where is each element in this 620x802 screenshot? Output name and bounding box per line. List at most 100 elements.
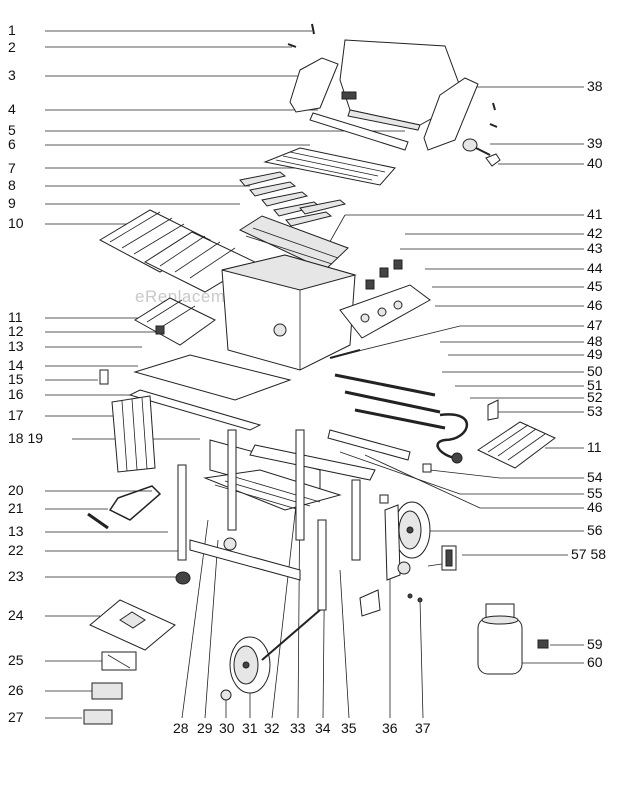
caster-28 [223, 537, 237, 551]
callout-59: 59 [587, 636, 603, 652]
callout-52: 52 [587, 389, 603, 405]
caster-23 [175, 571, 191, 585]
callout-18-19: 18 19 [8, 430, 43, 446]
hubcap-30 [220, 689, 232, 701]
catch-pan-24 [89, 599, 176, 651]
callout-25: 25 [8, 652, 24, 668]
callout-32: 32 [264, 720, 280, 736]
callout-47: 47 [587, 317, 603, 333]
callout-15: 15 [8, 371, 24, 387]
callout-14: 14 [8, 357, 24, 373]
part-54 [422, 463, 432, 473]
side-panel-17 [111, 395, 156, 473]
gas-hose [436, 413, 469, 464]
lid-assembly [287, 23, 498, 151]
regulator-59 [537, 639, 549, 649]
callout-43: 43 [587, 240, 603, 256]
callout-48: 48 [587, 333, 603, 349]
callout-49: 49 [587, 346, 603, 362]
cart-frame [128, 354, 376, 611]
flavorizer-bars [239, 171, 347, 227]
bracket-pad [379, 494, 389, 504]
left-callouts: 1 2 3 4 5 6 7 8 9 10 11 12 13 14 15 16 1… [8, 22, 405, 725]
callout-22: 22 [8, 542, 24, 558]
control-panel [339, 284, 431, 339]
callout-55: 55 [587, 485, 603, 501]
axle-32 [261, 609, 321, 661]
callout-7: 7 [8, 160, 16, 176]
cookbox [221, 254, 357, 371]
callout-28: 28 [173, 720, 189, 736]
callout-53: 53 [587, 403, 603, 419]
bracket-53 [487, 399, 499, 421]
callout-41: 41 [587, 206, 603, 222]
thermometer [462, 138, 501, 167]
callout-10: 10 [8, 215, 24, 231]
igniter-57-58 [427, 545, 457, 571]
wheel-31 [229, 636, 271, 694]
callout-20: 20 [8, 482, 24, 498]
right-grate-11 [476, 421, 556, 469]
tray-27 [83, 709, 113, 725]
callout-3: 3 [8, 67, 16, 83]
callout-35: 35 [341, 720, 357, 736]
callout-45: 45 [587, 278, 603, 294]
propane-tank-60 [477, 603, 523, 675]
leg-bracket-36 [359, 504, 411, 617]
callout-34: 34 [315, 720, 331, 736]
callout-42: 42 [587, 225, 603, 241]
callout-13-top: 13 [8, 338, 24, 354]
callout-24: 24 [8, 607, 24, 623]
callout-51: 51 [587, 377, 603, 393]
callout-27: 27 [8, 709, 24, 725]
pan-holder-25 [101, 651, 137, 671]
callout-16: 16 [8, 386, 24, 402]
callout-44: 44 [587, 260, 603, 276]
callout-26: 26 [8, 682, 24, 698]
screw-37b [417, 597, 423, 603]
callout-33: 33 [290, 720, 306, 736]
left-grate-11 [134, 297, 216, 346]
callout-1: 1 [8, 22, 16, 38]
callout-36: 36 [382, 720, 398, 736]
callout-31: 31 [242, 720, 258, 736]
callout-60: 60 [587, 654, 603, 670]
callout-5: 5 [8, 122, 16, 138]
callout-2: 2 [8, 39, 16, 55]
wheel-56 [393, 501, 431, 559]
callout-46-bottom: 46 [587, 499, 603, 515]
callout-8: 8 [8, 177, 16, 193]
callout-21: 21 [8, 500, 24, 516]
callout-11-right: 11 [587, 439, 602, 455]
part-15 [99, 369, 109, 385]
right-callouts: 38 39 40 41 42 43 44 45 46 47 48 49 50 5… [279, 78, 606, 670]
callout-56: 56 [587, 522, 603, 538]
control-knobs [365, 259, 403, 290]
callout-54: 54 [587, 469, 603, 485]
screw-37a [407, 593, 413, 599]
callout-57-58: 57 58 [571, 546, 606, 562]
callout-17: 17 [8, 407, 24, 423]
callout-50: 50 [587, 363, 603, 379]
tray-26 [91, 682, 123, 700]
callout-29: 29 [197, 720, 213, 736]
callout-9: 9 [8, 195, 16, 211]
burner-tubes [329, 349, 446, 430]
callout-23: 23 [8, 568, 24, 584]
cooking-grate-9 [238, 215, 349, 271]
part-12 [155, 325, 165, 335]
bottom-callouts: 28 29 30 31 32 33 34 35 36 37 [173, 479, 431, 736]
warming-rack [263, 147, 396, 186]
callout-6: 6 [8, 136, 16, 152]
callout-12: 12 [8, 323, 24, 339]
callout-46-top: 46 [587, 297, 603, 313]
callout-37: 37 [415, 720, 431, 736]
callout-13-bottom: 13 [8, 523, 24, 539]
tank-scale [87, 485, 162, 530]
callout-40: 40 [587, 155, 603, 171]
cross-bar-55 [327, 429, 411, 461]
callout-38: 38 [587, 78, 603, 94]
callout-4: 4 [8, 101, 16, 117]
callout-30: 30 [219, 720, 235, 736]
